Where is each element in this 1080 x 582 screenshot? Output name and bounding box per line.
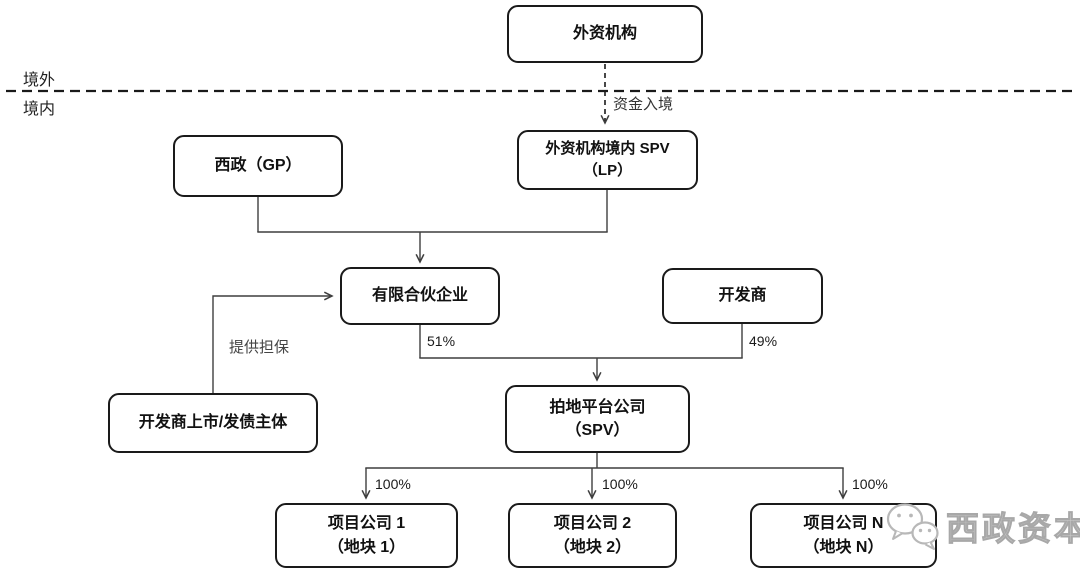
node-developer: 开发商 bbox=[662, 268, 823, 324]
stake-label-49: 49% bbox=[749, 333, 778, 349]
node-land-platform-line2: （SPV） bbox=[565, 422, 630, 439]
node-foreign-institution-label: 外资机构 bbox=[572, 25, 637, 43]
boundary-outside-label: 境外 bbox=[23, 72, 56, 89]
node-limited-partnership: 有限合伙企业 bbox=[340, 267, 500, 325]
node-foreign-spv-line2: （LP） bbox=[582, 162, 633, 179]
node-limited-partnership-label: 有限合伙企业 bbox=[371, 287, 468, 305]
guarantee-label: 提供担保 bbox=[229, 339, 290, 356]
node-project-company-1-line2: （地块 1） bbox=[327, 538, 406, 556]
node-foreign-spv-lp: 外资机构境内 SPV （LP） bbox=[517, 130, 698, 190]
node-project-company-2-line1: 项目公司 2 bbox=[553, 515, 632, 533]
node-xizheng-gp-label: 西政（GP） bbox=[214, 157, 302, 175]
node-project-company-n-line2: （地块 N） bbox=[803, 538, 884, 556]
wechat-icon bbox=[886, 503, 939, 550]
node-developer-listing-entity-label: 开发商上市/发债主体 bbox=[138, 414, 288, 432]
stake-label-100-p2: 100% bbox=[602, 476, 638, 492]
node-developer-listing-entity: 开发商上市/发债主体 bbox=[108, 393, 318, 453]
boundary-inside-label: 境内 bbox=[23, 101, 56, 118]
node-xizheng-gp: 西政（GP） bbox=[173, 135, 343, 197]
node-project-company-2-line2: （地块 2） bbox=[553, 538, 632, 556]
node-foreign-institution: 外资机构 bbox=[507, 5, 703, 63]
edge-guarantee bbox=[212, 296, 332, 393]
stake-label-100-p1: 100% bbox=[375, 476, 411, 492]
node-project-company-n-line1: 项目公司 N bbox=[803, 515, 884, 533]
watermark: 西政资本 bbox=[884, 500, 1080, 552]
node-land-platform-line1: 拍地平台公司 bbox=[549, 398, 646, 416]
node-land-platform-spv: 拍地平台公司 （SPV） bbox=[505, 385, 690, 453]
capital-entry-label: 资金入境 bbox=[613, 96, 674, 113]
node-developer-label: 开发商 bbox=[718, 287, 767, 305]
node-project-company-2: 项目公司 2 （地块 2） bbox=[508, 503, 677, 568]
node-foreign-spv-line1: 外资机构境内 SPV bbox=[545, 140, 670, 158]
node-project-company-1: 项目公司 1 （地块 1） bbox=[275, 503, 458, 568]
node-project-company-1-line1: 项目公司 1 bbox=[327, 515, 406, 533]
watermark-text: 西政资本 bbox=[946, 510, 1080, 548]
stake-label-51: 51% bbox=[427, 333, 456, 349]
stake-label-100-pn: 100% bbox=[852, 476, 888, 492]
